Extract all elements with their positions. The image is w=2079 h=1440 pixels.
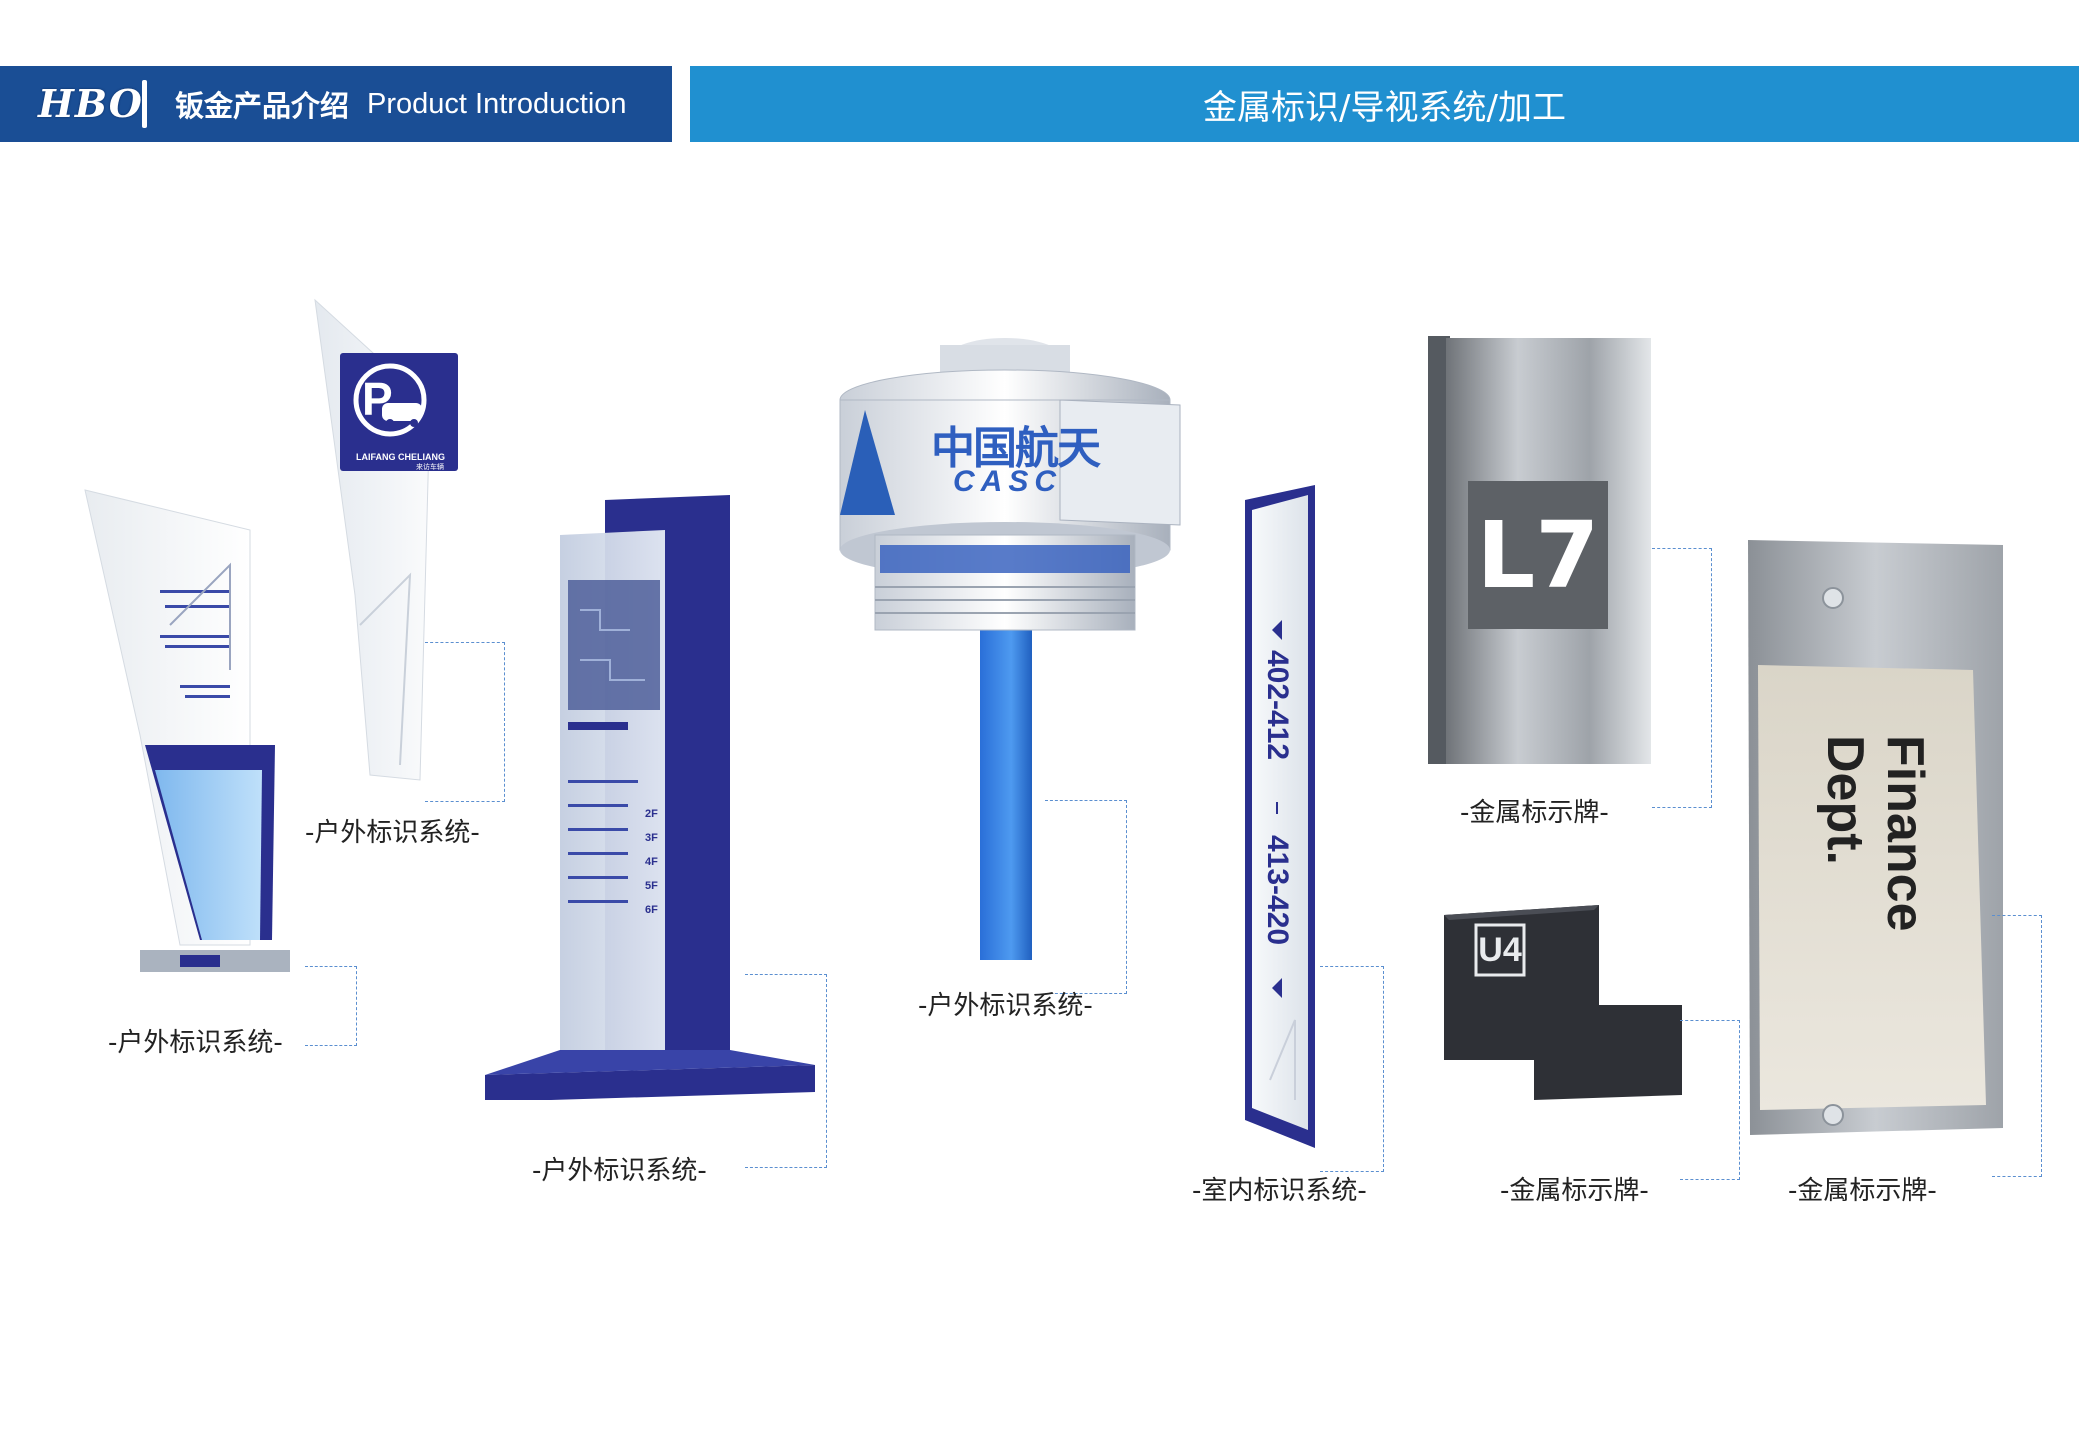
product-outdoor-pylon [80, 485, 300, 985]
product-l7-plate: L7 [1428, 336, 1653, 766]
product-caption: -金属标示牌- [1460, 798, 1609, 828]
parking-sign-label: LAIFANG CHELIANG [356, 452, 445, 462]
leader-line [745, 974, 827, 1168]
casc-tower-illustration [839, 338, 1181, 960]
directory-pylon-illustration [485, 495, 815, 1100]
product-caption: -金属标示牌- [1788, 1176, 1937, 1206]
casc-brand-en: CASC [953, 465, 1063, 498]
casc-brand-cn: 中国航天 [931, 423, 1101, 474]
leader-line [425, 642, 505, 802]
finance-plate-illustration [1748, 540, 2003, 1135]
leader-line [1992, 915, 2042, 1177]
page-title-cn: 钣金产品介绍 [175, 89, 350, 123]
floor-label: 6F [645, 904, 658, 916]
floor-label: 2F [645, 808, 658, 820]
product-finance-plate: Finance Dept. [1748, 540, 2006, 1138]
leader-line [1045, 800, 1127, 994]
room-range-b: 413-420 [1261, 835, 1294, 946]
parking-sign-illustration: P [314, 298, 458, 781]
floor-label: 4F [645, 856, 658, 868]
product-u4-block: U4 [1444, 905, 1684, 1105]
product-caption: -户外标识系统- [108, 1028, 283, 1058]
room-range-a: 402-412 [1261, 650, 1294, 761]
outdoor-pylon-illustration [84, 489, 290, 972]
section-title: 金属标识/导视系统/加工 [1203, 87, 1566, 128]
header-bar-left: HBO 钣金产品介绍 Product Introduction [0, 66, 672, 142]
floor-label: 5F [645, 880, 658, 892]
indoor-strip-illustration [1245, 485, 1315, 1148]
leader-line [1680, 1020, 1740, 1180]
section-title-bar: 金属标识/导视系统/加工 [690, 66, 2079, 142]
product-caption: -户外标识系统- [532, 1156, 707, 1186]
product-indoor-strip: 402-412 413-420 [1240, 480, 1320, 1150]
parking-sign-label-cn: 来访车辆 [416, 463, 444, 471]
product-caption: -室内标识系统- [1192, 1176, 1367, 1206]
company-logo: HBO [38, 81, 143, 126]
product-parking-sign: P LAIFANG CHELIANG 来访车辆 [310, 295, 470, 790]
product-caption: -户外标识系统- [305, 818, 480, 848]
plate-label-l7: L7 [1476, 501, 1600, 609]
leader-line [305, 966, 357, 1046]
l7-plate-illustration [1428, 336, 1651, 764]
product-casc-tower: 中国航天 CASC [835, 325, 1195, 965]
leader-line [1320, 966, 1384, 1172]
floor-label: 3F [645, 832, 658, 844]
leader-line [1652, 548, 1712, 808]
floor-list: 2F 3F 4F 5F 6F [645, 802, 658, 922]
header-divider [142, 80, 147, 128]
product-caption: -户外标识系统- [918, 991, 1093, 1021]
block-label-u4: U4 [1478, 930, 1522, 969]
product-directory-pylon: 2F 3F 4F 5F 6F [480, 490, 820, 1100]
product-caption: -金属标示牌- [1500, 1176, 1649, 1206]
u4-block-illustration [1444, 905, 1682, 1100]
page-title-en: Product Introduction [367, 87, 627, 120]
plate-label-finance: Finance Dept. [1816, 735, 1934, 932]
